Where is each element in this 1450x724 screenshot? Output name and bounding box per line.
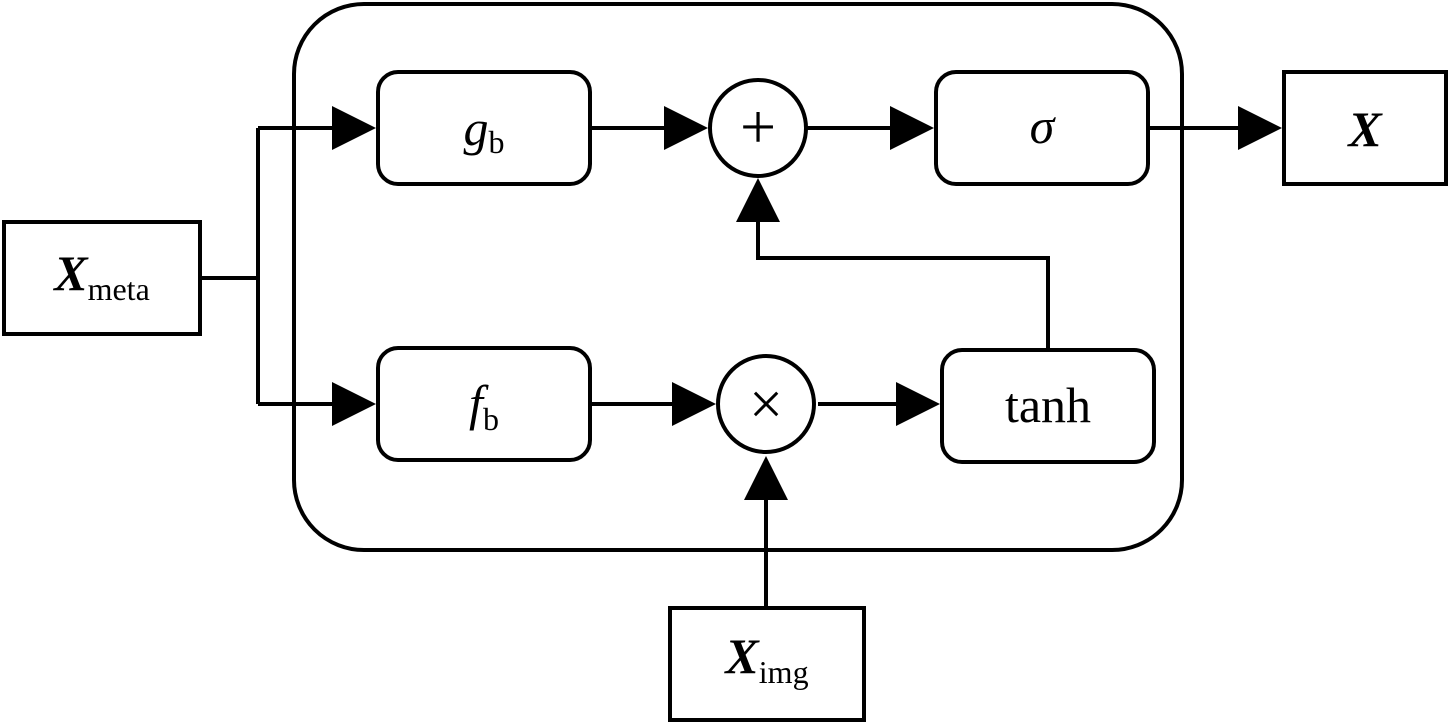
svg-text:Xmeta: Xmeta — [52, 245, 150, 307]
x-meta-sub: meta — [88, 271, 150, 307]
svg-text:gb: gb — [464, 100, 505, 160]
svg-text:Ximg: Ximg — [723, 628, 808, 690]
tanh-node: tanh — [940, 348, 1156, 464]
f-b-sub: b — [483, 401, 499, 437]
sigma-node: σ — [934, 70, 1150, 186]
edge-ximg-to-mul — [744, 456, 788, 606]
edge-gb-to-add — [592, 106, 708, 150]
fusion-module-container — [292, 2, 1184, 552]
tanh-label: tanh — [1005, 377, 1091, 433]
multiply-symbol: × — [749, 371, 783, 437]
edge-sigma-to-x — [1148, 106, 1282, 150]
f-b-node: fb — [376, 346, 592, 462]
x-img-node: Ximg — [668, 606, 866, 722]
x-meta-node: Xmeta — [2, 220, 202, 336]
edge-add-to-sigma — [806, 106, 934, 150]
x-output-label: X — [1346, 101, 1383, 157]
g-b-sub: b — [489, 124, 505, 160]
edge-split-to-fb — [258, 382, 376, 426]
x-img-main: X — [723, 628, 760, 684]
connectors — [200, 106, 1282, 606]
add-operator: + — [708, 78, 808, 178]
edge-split-to-gb — [258, 106, 376, 150]
x-meta-main: X — [52, 245, 89, 301]
x-output-node: X — [1282, 70, 1448, 186]
x-img-sub: img — [759, 654, 809, 690]
add-symbol: + — [740, 91, 776, 162]
g-b-main: g — [464, 100, 489, 156]
sigma-label: σ — [1030, 98, 1057, 154]
multiply-operator: × — [716, 354, 816, 454]
edge-mul-to-tanh — [818, 382, 940, 426]
g-b-node: gb — [376, 70, 592, 186]
edge-fb-to-mul — [592, 382, 716, 426]
edge-tanh-to-add — [736, 178, 1050, 348]
